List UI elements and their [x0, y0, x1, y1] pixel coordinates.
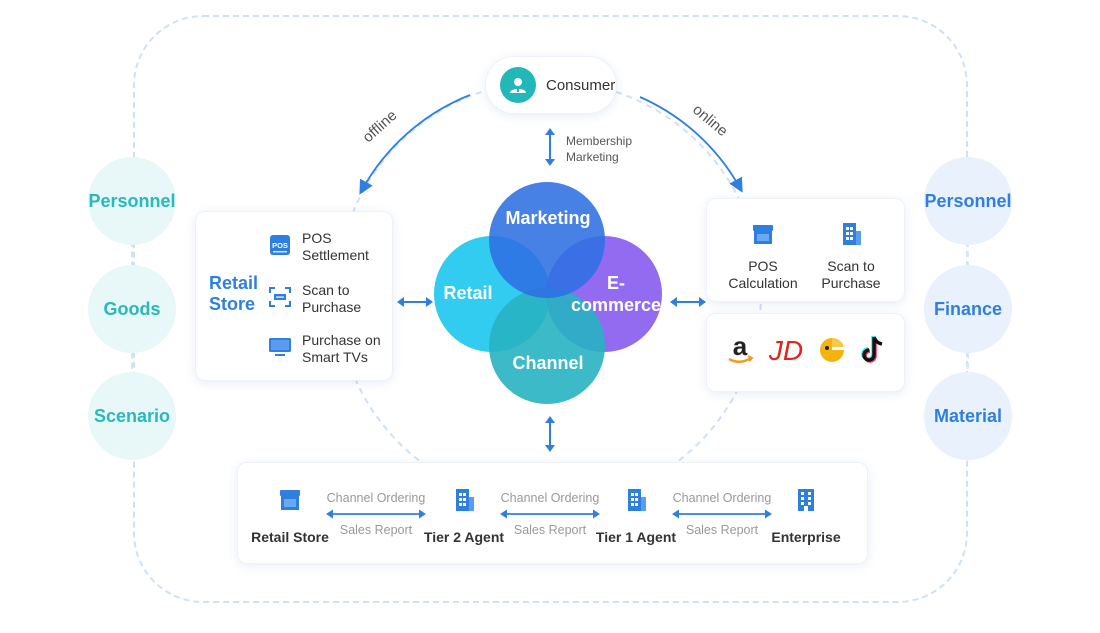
chain-node-tier2-agent: Tier 2 Agent	[422, 488, 506, 545]
online-pos-card: POS Calculation Scan to Purchase	[706, 198, 905, 302]
consumer-node: Consumer	[485, 56, 617, 114]
right-pill-personnel: Personnel	[924, 157, 1012, 245]
svg-text:POS: POS	[272, 241, 288, 250]
venn-channel-label: Channel	[512, 353, 584, 373]
channel-chain-card: Retail Store Channel Ordering Sales Repo…	[237, 462, 868, 564]
chain-node-tier1-agent: Tier 1 Agent	[594, 488, 678, 545]
venn-diagram	[434, 182, 662, 404]
left-pill-personnel: Personnel	[88, 157, 176, 245]
left-pill-goods: Goods	[88, 265, 176, 353]
ecommerce-brands-card: a JD	[706, 313, 905, 392]
retail-store-card: Retail Store POS POS Settlement Scan to …	[195, 211, 393, 381]
double-arrow-icon	[672, 509, 772, 519]
feature-pos-settlement: POS POS Settlement	[268, 230, 369, 264]
venn-chain-arrow	[545, 416, 555, 452]
office-building-icon	[793, 488, 819, 517]
svg-text:a: a	[733, 334, 748, 361]
feature-smart-tvs: Purchase on Smart TVs	[268, 332, 381, 366]
membership-arrow	[545, 128, 555, 166]
left-pill-scenario: Scenario	[88, 372, 176, 460]
chain-node-enterprise: Enterprise	[766, 488, 846, 545]
tv-icon	[268, 335, 292, 364]
consumer-label: Consumer	[546, 76, 616, 94]
venn-ecommerce-label: E- commerce	[570, 273, 662, 315]
venn-marketing-circle	[489, 182, 605, 298]
jd-logo-icon: JD	[766, 334, 806, 371]
pos-icon: POS	[268, 233, 292, 262]
building-icon	[838, 221, 864, 252]
user-icon	[500, 67, 536, 103]
chain-link-1: Channel Ordering Sales Report	[326, 491, 426, 537]
venn-online-arrow	[670, 297, 706, 307]
store-icon	[277, 488, 303, 517]
chain-link-3: Channel Ordering Sales Report	[672, 491, 772, 537]
venn-marketing-label: Marketing	[505, 208, 591, 228]
chain-link-2: Channel Ordering Sales Report	[500, 491, 600, 537]
venn-retail-label: Retail	[443, 283, 493, 303]
chain-node-retail-store: Retail Store	[250, 488, 330, 545]
building-icon	[451, 488, 477, 517]
pinduoduo-logo-icon	[815, 334, 849, 371]
double-arrow-icon	[500, 509, 600, 519]
right-pill-finance: Finance	[924, 265, 1012, 353]
scan-icon	[268, 285, 292, 314]
feature-scan-to-purchase: Scan to Purchase	[268, 282, 361, 316]
retail-venn-arrow	[397, 297, 433, 307]
double-arrow-icon	[326, 509, 426, 519]
right-pill-material: Material	[924, 372, 1012, 460]
membership-marketing-label: Membership Marketing	[566, 134, 633, 164]
retail-store-title: Retail Store	[209, 273, 259, 314]
amazon-logo-icon: a	[724, 331, 756, 371]
store-icon	[750, 221, 776, 252]
svg-text:JD: JD	[768, 335, 803, 366]
building-icon	[623, 488, 649, 517]
scan-to-purchase-item: Scan to Purchase	[815, 221, 887, 292]
tiktok-logo-icon	[859, 334, 887, 371]
venn-channel-circle	[489, 288, 605, 404]
pos-calculation-item: POS Calculation	[727, 221, 799, 292]
